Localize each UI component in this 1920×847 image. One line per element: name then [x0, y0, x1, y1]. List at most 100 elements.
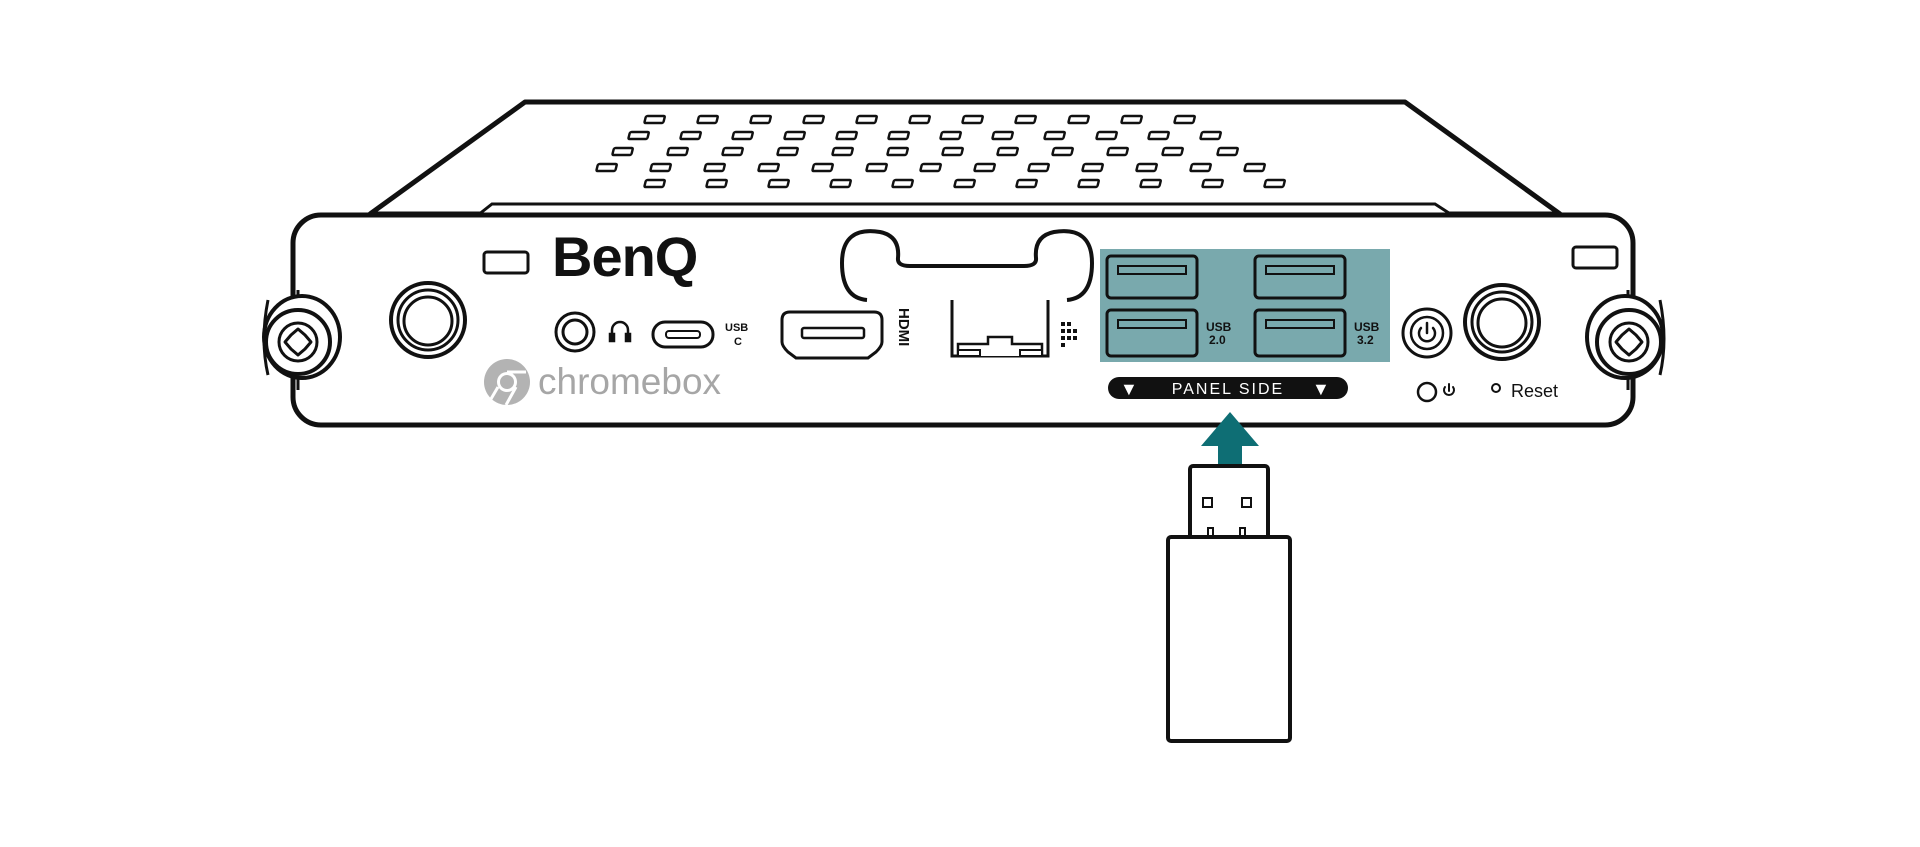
- power-icon: [1443, 383, 1455, 396]
- vent-slot: [721, 146, 744, 157]
- vent-slot: [1201, 178, 1224, 189]
- usb-port-bottom-right[interactable]: [1253, 308, 1347, 358]
- vent-slot: [886, 146, 909, 157]
- usb-c-label-line2: C: [734, 336, 742, 348]
- vent-slot: [643, 114, 666, 125]
- vent-slot: [1120, 114, 1143, 125]
- thumbscrew-right: [1463, 283, 1541, 361]
- ethernet-port[interactable]: [950, 300, 1050, 358]
- usb-port-top-right[interactable]: [1253, 254, 1347, 300]
- vent-slot: [973, 162, 996, 173]
- vent-slot: [1027, 162, 1050, 173]
- status-led-left: [482, 250, 530, 275]
- vent-slot: [666, 146, 689, 157]
- usb-c-label-line1: USB: [725, 322, 748, 334]
- reset-label: Reset: [1511, 381, 1558, 401]
- vent-slot: [1263, 178, 1286, 189]
- usb-port-bottom-left[interactable]: [1105, 308, 1199, 358]
- headphone-icon: [608, 320, 632, 343]
- insert-arrow-icon: [1201, 412, 1259, 470]
- vent-slot: [757, 162, 780, 173]
- vent-slot: [855, 114, 878, 125]
- vent-slot: [1189, 162, 1212, 173]
- product-logo: chromebox: [538, 361, 722, 402]
- vent-slot: [831, 146, 854, 157]
- thumbscrew-left: [389, 281, 467, 359]
- vent-slot: [835, 130, 858, 141]
- usb-left-label-line2: 2.0: [1209, 333, 1226, 347]
- reset-pinhole[interactable]: [1491, 383, 1501, 393]
- vent-slot: [1095, 130, 1118, 141]
- vent-slot: [953, 178, 976, 189]
- handle: [840, 229, 1094, 302]
- vent-slot: [891, 178, 914, 189]
- vent-slot: [705, 178, 728, 189]
- vent-slot: [961, 114, 984, 125]
- panel-side-arrow-right: ▼: [1312, 379, 1330, 399]
- power-led: [1416, 381, 1438, 403]
- power-icon: [1417, 321, 1437, 343]
- screw-left: [262, 290, 342, 390]
- vent-slot: [811, 162, 834, 173]
- usb-right-label-line2: 3.2: [1357, 333, 1374, 347]
- vent-slot: [939, 130, 962, 141]
- vent-slot: [1135, 162, 1158, 173]
- usb-c-port[interactable]: [651, 320, 715, 349]
- usb-stick-body: [1166, 535, 1292, 743]
- panel-side-banner: [1108, 377, 1348, 399]
- vent-slot: [611, 146, 634, 157]
- vent-slot: [865, 162, 888, 173]
- usb-stick-icon: [1166, 464, 1292, 743]
- usb-right-label-line1: USB: [1354, 320, 1380, 334]
- vent-slot: [996, 146, 1019, 157]
- audio-jack[interactable]: [554, 311, 596, 353]
- status-led-right: [1571, 245, 1619, 270]
- vent-slot: [908, 114, 931, 125]
- vent-slot: [783, 130, 806, 141]
- hdmi-port[interactable]: [780, 310, 884, 360]
- chrome-logo-icon: [484, 359, 530, 406]
- brand-logo: BenQ: [552, 225, 697, 288]
- vent-slot: [595, 162, 618, 173]
- vent-slot: [887, 130, 910, 141]
- vent-slot: [1077, 178, 1100, 189]
- power-button[interactable]: [1401, 307, 1453, 359]
- vent-slot: [1161, 146, 1184, 157]
- usb-stick-connector: [1188, 464, 1270, 542]
- panel-side-arrow-left: ▼: [1120, 379, 1138, 399]
- vent-slot: [731, 130, 754, 141]
- vent-slot: [1051, 146, 1074, 157]
- usb-left-label-line1: USB: [1206, 320, 1232, 334]
- vent-slot: [1081, 162, 1104, 173]
- vent-slot: [679, 130, 702, 141]
- vent-slot: [1173, 114, 1196, 125]
- vent-slot: [1216, 146, 1239, 157]
- vent-slot: [1015, 178, 1038, 189]
- vent-slot: [1014, 114, 1037, 125]
- screw-icon: [1614, 327, 1644, 357]
- vent-slot: [749, 114, 772, 125]
- vent-slot: [767, 178, 790, 189]
- vent-slot: [1243, 162, 1266, 173]
- vent-slot: [919, 162, 942, 173]
- vent-slot: [1043, 130, 1066, 141]
- ventilation-slots: [595, 114, 1286, 189]
- vent-slot: [1067, 114, 1090, 125]
- vent-slot: [941, 146, 964, 157]
- usb-port-top-left[interactable]: [1105, 254, 1199, 300]
- vent-slot: [776, 146, 799, 157]
- vent-slot: [696, 114, 719, 125]
- vent-slot: [627, 130, 650, 141]
- panel-side-label: PANEL SIDE: [1172, 381, 1284, 398]
- hdmi-label: HDMI: [895, 308, 912, 346]
- vent-slot: [991, 130, 1014, 141]
- screw-right: [1585, 290, 1666, 390]
- vent-slot: [1106, 146, 1129, 157]
- vent-slot: [1147, 130, 1170, 141]
- vent-slot: [829, 178, 852, 189]
- vent-slot: [703, 162, 726, 173]
- vent-slot: [1199, 130, 1222, 141]
- vent-slot: [649, 162, 672, 173]
